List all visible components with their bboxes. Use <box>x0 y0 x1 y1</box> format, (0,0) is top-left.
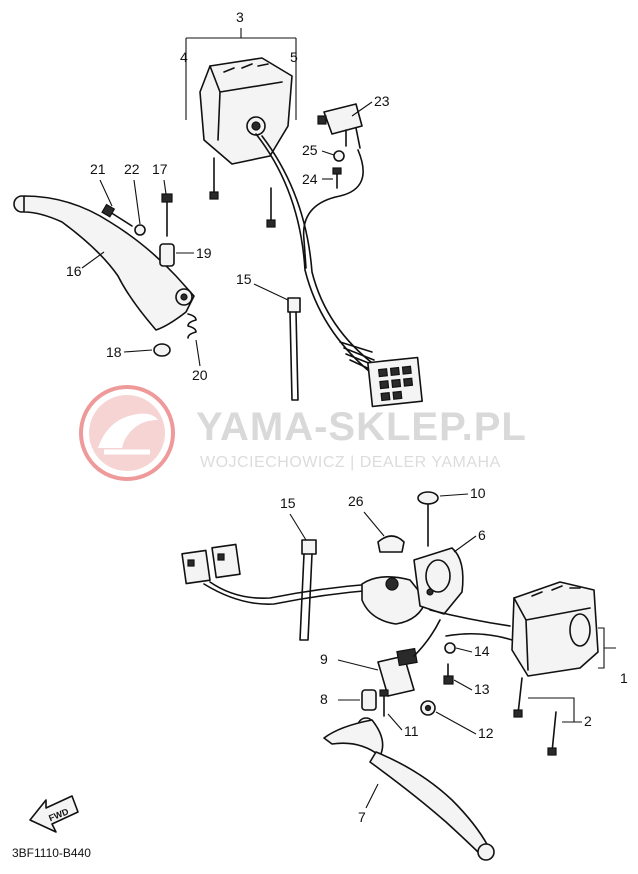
callout-10: 10 <box>470 485 486 501</box>
bottom-connectors <box>181 543 375 605</box>
part-22-nut <box>134 224 146 236</box>
callout-22: 22 <box>124 161 140 177</box>
part-20-spring <box>187 313 197 339</box>
callout-15-top: 15 <box>236 271 252 287</box>
callout-9: 9 <box>320 651 328 667</box>
callout-4: 4 <box>180 49 188 65</box>
part-8-collar <box>361 689 377 711</box>
callout-16: 16 <box>66 263 82 279</box>
callout-26: 26 <box>348 493 364 509</box>
watermark-subtitle: WOJCIECHOWICZ | DEALER YAMAHA <box>200 454 501 471</box>
switch-harness <box>255 133 371 373</box>
brake-lever <box>323 717 495 861</box>
housing-screw-right <box>266 187 276 228</box>
callout-21: 21 <box>90 161 106 177</box>
clutch-switch <box>302 103 364 269</box>
part-13-screw <box>443 663 454 685</box>
callout-13: 13 <box>474 681 490 697</box>
bracket-3 <box>185 28 297 120</box>
part-11-bolt <box>379 689 389 717</box>
part-21-bolt <box>101 203 133 227</box>
left-switch-housing <box>199 57 293 165</box>
part-24-screw <box>332 167 342 189</box>
part-12-nut <box>420 700 436 716</box>
fwd-arrow: FWD <box>29 795 79 833</box>
watermark: YAMA-SKLEP.PL WOJCIECHOWICZ | DEALER YAM… <box>79 385 527 481</box>
clutch-lever <box>13 195 195 331</box>
callout-3: 3 <box>236 9 244 25</box>
callout-8: 8 <box>320 691 328 707</box>
callout-18: 18 <box>106 344 122 360</box>
callout-14: 14 <box>474 643 490 659</box>
callout-11: 11 <box>404 723 419 739</box>
callout-5: 5 <box>290 49 298 65</box>
callout-19: 19 <box>196 245 212 261</box>
lever-holder <box>361 547 464 625</box>
cable-tie-bottom <box>299 539 317 641</box>
callout-17: 17 <box>152 161 168 177</box>
diagram-code: 3BF1110-B440 <box>12 846 91 860</box>
part-17-bolt <box>161 193 173 237</box>
callout-2: 2 <box>584 713 592 729</box>
callout-1: 1 <box>620 670 628 686</box>
part-19-collar <box>159 243 175 267</box>
callout-20: 20 <box>192 367 208 383</box>
callout-6: 6 <box>478 527 486 543</box>
watermark-title: YAMA-SKLEP.PL <box>196 405 527 449</box>
callout-23: 23 <box>374 93 390 109</box>
top-connector <box>339 341 423 408</box>
callout-7: 7 <box>358 809 366 825</box>
callout-12: 12 <box>478 725 494 741</box>
brake-switch <box>377 619 441 697</box>
callout-25: 25 <box>302 142 318 158</box>
part-25-washer <box>333 150 345 162</box>
part-26-cap <box>377 535 405 553</box>
callout-24: 24 <box>302 171 318 187</box>
handlebar-wire <box>429 609 511 627</box>
part-14-washer <box>444 642 456 654</box>
callout-15-bottom: 15 <box>280 495 296 511</box>
right-switch-housing <box>511 581 599 677</box>
housing-screw-left <box>209 157 219 200</box>
cable-tie-top <box>287 297 301 401</box>
part-2-screws <box>513 677 557 756</box>
watermark-logo <box>79 385 175 481</box>
part-18-plug <box>153 343 171 357</box>
part-10-bolt <box>417 491 439 547</box>
